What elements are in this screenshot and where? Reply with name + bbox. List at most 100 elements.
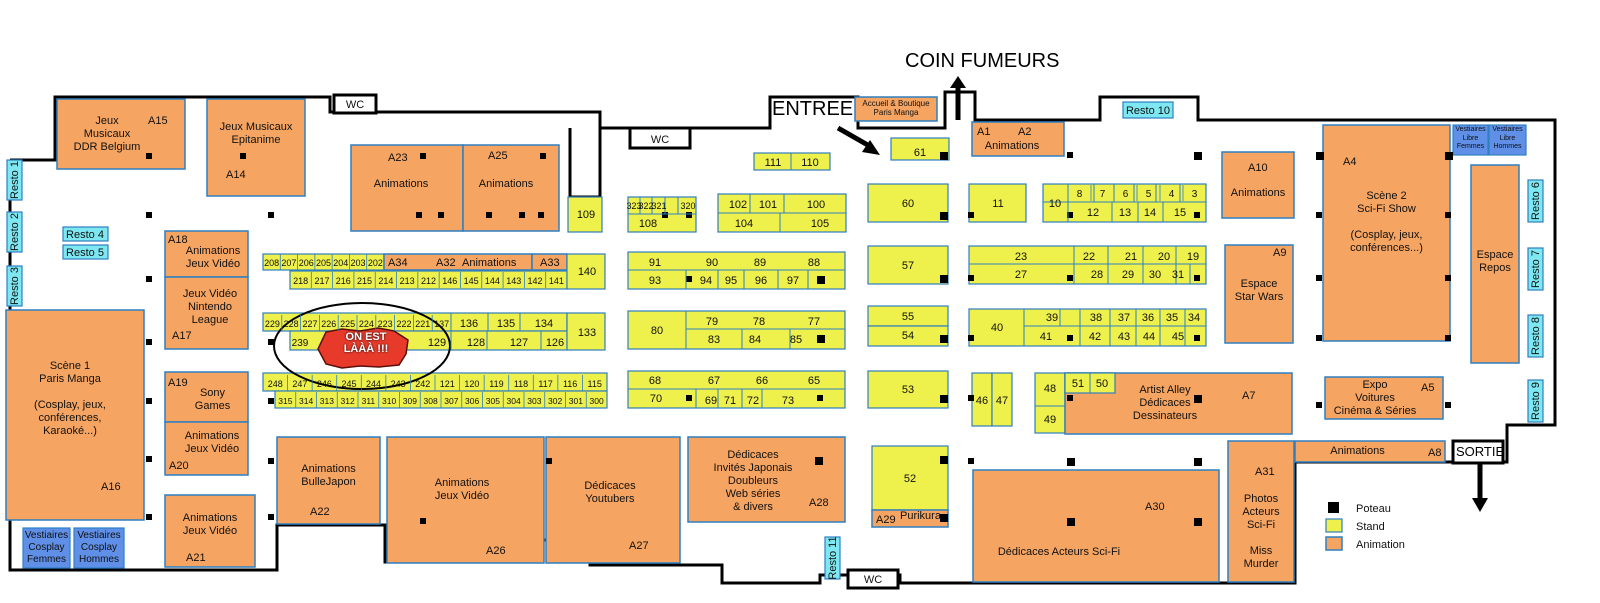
- stand-57[interactable]: [867, 245, 949, 285]
- stand-133[interactable]: [566, 312, 606, 351]
- legend-animation-label: Animation: [1356, 539, 1405, 551]
- stand-72-label: 72: [747, 395, 759, 407]
- resto-4-label: Resto 4: [66, 229, 104, 241]
- area-a20[interactable]: [164, 421, 249, 476]
- stand-block-80-85[interactable]: [627, 310, 846, 350]
- vestiaires-libre-hommes[interactable]: [1488, 124, 1527, 156]
- stand-11[interactable]: [968, 183, 1027, 223]
- stand-308-label: 308: [424, 396, 438, 406]
- stand-143-label: 143: [506, 276, 521, 286]
- vestiaires-cosplay-hommes[interactable]: [73, 527, 125, 569]
- area-a1-a2[interactable]: [971, 121, 1065, 157]
- stand-205-label: 205: [316, 258, 331, 268]
- stand-60[interactable]: [867, 183, 949, 223]
- area-a23[interactable]: [350, 144, 464, 232]
- area-a25[interactable]: [462, 144, 560, 232]
- stand-61-label: 61: [914, 147, 926, 159]
- stand-52[interactable]: [871, 445, 949, 511]
- resto-11-label: Resto 11: [827, 536, 839, 579]
- vestiaires-libre-femmes[interactable]: [1452, 124, 1489, 156]
- a28-name: Dédicaces Invités Japonais Doubleurs Web…: [713, 449, 793, 513]
- stand-88-label: 88: [808, 257, 820, 269]
- area-a31[interactable]: [1227, 440, 1295, 583]
- resto-8[interactable]: [1527, 314, 1544, 358]
- stand-51-label: 51: [1072, 378, 1084, 390]
- stand-row-111-110[interactable]: [753, 152, 831, 171]
- area-a17[interactable]: [164, 276, 249, 350]
- resto-10[interactable]: [1122, 101, 1174, 119]
- area-a18[interactable]: [164, 230, 249, 278]
- area-a10[interactable]: [1221, 151, 1295, 219]
- stand-119-label: 119: [489, 379, 503, 389]
- resto-11[interactable]: [824, 536, 841, 580]
- area-a27[interactable]: [545, 436, 681, 564]
- a32-id: A32: [436, 257, 456, 269]
- stand-145-label: 145: [464, 276, 479, 286]
- stand-block-19-31[interactable]: [968, 245, 1207, 285]
- stand-213-label: 213: [400, 276, 415, 286]
- stand-322-label: 322: [638, 201, 653, 211]
- stand-61[interactable]: [890, 137, 950, 161]
- vest-cos-h-label: Vestiaires Cosplay Hommes: [77, 530, 121, 565]
- stand-146-label: 146: [442, 276, 457, 286]
- resto-5[interactable]: [62, 244, 109, 260]
- stand-208-label: 208: [264, 258, 279, 268]
- stand-133-label: 133: [578, 327, 596, 339]
- area-a5[interactable]: [1324, 376, 1444, 420]
- vestiaires-cosplay-femmes[interactable]: [22, 527, 71, 569]
- stand-309-label: 309: [403, 396, 417, 406]
- resto-1[interactable]: [6, 159, 23, 201]
- area-a19[interactable]: [164, 371, 249, 423]
- stand-19-label: 19: [1187, 251, 1199, 263]
- stand-109[interactable]: [567, 196, 603, 233]
- resto-9[interactable]: [1527, 379, 1544, 423]
- area-a16[interactable]: [5, 309, 145, 521]
- a8-name: Animations: [1330, 445, 1385, 457]
- stand-47[interactable]: [991, 372, 1013, 427]
- stand-140[interactable]: [566, 253, 606, 290]
- area-a30[interactable]: [972, 469, 1220, 583]
- area-a15[interactable]: [56, 98, 186, 170]
- stand-244-label: 244: [366, 379, 381, 389]
- resto-2[interactable]: [6, 211, 23, 253]
- espace-repos[interactable]: [1470, 164, 1520, 364]
- stand-224-label: 224: [359, 319, 374, 329]
- area-a28[interactable]: [687, 436, 846, 523]
- stand-42-label: 42: [1089, 331, 1101, 343]
- area-a22[interactable]: [276, 436, 381, 525]
- stand-47-label: 47: [996, 395, 1008, 407]
- resto-10-label: Resto 10: [1126, 105, 1170, 117]
- stand-34-label: 34: [1188, 312, 1200, 324]
- area-a21[interactable]: [164, 494, 256, 568]
- stand-84-label: 84: [749, 334, 761, 346]
- resto-5-label: Resto 5: [66, 247, 104, 259]
- stand-53[interactable]: [867, 370, 949, 409]
- a34-id: A34: [388, 257, 408, 269]
- resto-6[interactable]: [1527, 179, 1544, 223]
- legend-poteau-swatch: [1328, 502, 1339, 513]
- area-a26[interactable]: [386, 436, 545, 564]
- stand-22-label: 22: [1083, 251, 1095, 263]
- stand-block-34-45[interactable]: [968, 308, 1207, 347]
- area-a14[interactable]: [206, 98, 306, 197]
- bubble-text: ON EST LÀÀÀ !!!: [343, 331, 389, 355]
- resto-7[interactable]: [1527, 247, 1544, 291]
- a14-name: Jeux Musicaux Epitanime: [219, 121, 293, 146]
- wc-label-top: WC: [346, 99, 364, 111]
- area-a8[interactable]: [1294, 440, 1446, 463]
- resto-3[interactable]: [6, 265, 23, 307]
- area-a4[interactable]: [1322, 124, 1451, 342]
- a20-id: A20: [169, 460, 189, 472]
- stand-12-label: 12: [1087, 207, 1099, 219]
- resto-4[interactable]: [62, 226, 109, 242]
- stand-39-label: 39: [1046, 312, 1058, 324]
- stand-108-label: 108: [639, 218, 657, 230]
- entree-label: ENTREE: [772, 98, 854, 120]
- area-a9[interactable]: [1224, 244, 1294, 344]
- stand-90-label: 90: [706, 257, 718, 269]
- stand-8-label: 8: [1077, 189, 1083, 200]
- accueil-boutique[interactable]: [854, 96, 938, 122]
- stand-48-49[interactable]: [1034, 372, 1066, 434]
